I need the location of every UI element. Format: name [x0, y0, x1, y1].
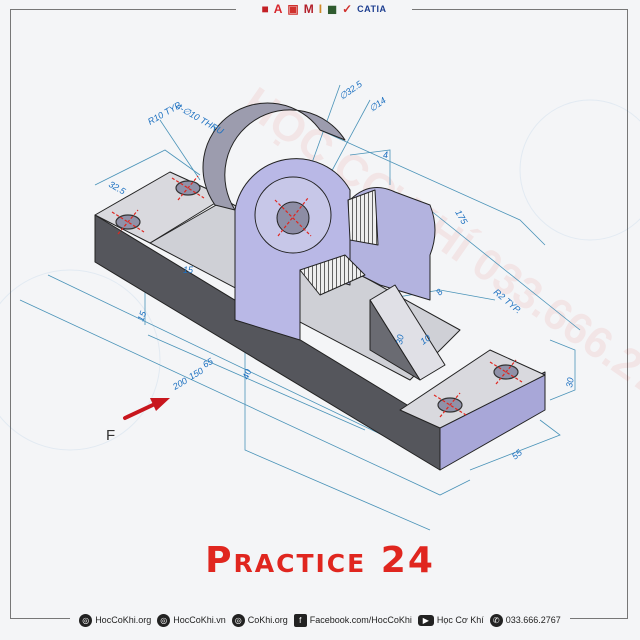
dim-55: 55: [510, 447, 525, 462]
footer-label: 033.666.2767: [505, 615, 561, 625]
phone-icon: ✆: [489, 613, 503, 627]
dim-dia-32-5: ∅32.5: [337, 78, 364, 101]
dim-150: 150: [187, 366, 205, 382]
dim-32-5-left: 32.5: [107, 179, 128, 197]
mastercam-icon: M: [303, 2, 314, 16]
footer-label: HocCoKhi.vn: [173, 615, 226, 625]
dim-65: 65: [201, 356, 216, 370]
software-logos: ■ A ▣ M I ◼ ✓ CATIA: [236, 0, 412, 18]
catia-label: CATIA: [357, 4, 387, 14]
hole-centers: [111, 175, 523, 418]
dim-15-top: 15: [183, 265, 194, 275]
footer-link-hoccokhi-org[interactable]: ◎HocCoKhi.org: [79, 613, 152, 627]
facebook-icon: f: [293, 613, 307, 627]
inventor-icon: I: [318, 2, 323, 16]
footer-label: CoKhi.org: [247, 615, 288, 625]
dim-10: 10: [418, 333, 432, 347]
dim-40: 40: [240, 368, 253, 381]
dim-4: 4: [383, 150, 388, 160]
youtube-icon: ▶: [417, 614, 434, 626]
force-arrow: F: [106, 398, 170, 444]
upright-top-edge: [202, 102, 346, 211]
catia-icon: ✓: [342, 2, 353, 16]
rib-side: [369, 299, 421, 381]
dim-15-side: 15: [135, 309, 148, 323]
watermark: [0, 99, 640, 451]
dim-200: 200: [170, 376, 189, 393]
globe-icon: ◎: [79, 613, 93, 627]
footer-phone[interactable]: ✆033.666.2767: [489, 613, 561, 627]
force-label: F: [106, 427, 115, 444]
hatched-section-top: [347, 189, 379, 246]
footer-label: Facebook.com/HocCoKhi: [309, 615, 412, 625]
page-title: Practice 24: [205, 540, 435, 581]
hatched-section-bottom: [299, 254, 366, 296]
footer-label: Học Cơ Khí: [436, 615, 484, 625]
autocad-icon: ■: [261, 2, 269, 16]
dim-8: 8: [434, 287, 445, 297]
dim-dia-14: ∅14: [367, 95, 387, 113]
footer-link-cokhi-org[interactable]: ◎CoKhi.org: [231, 613, 288, 627]
solidworks-icon: ▣: [287, 2, 299, 16]
globe-icon: ◎: [157, 613, 171, 627]
dim-30-rib: 30: [394, 334, 406, 346]
footer-link-hoccokhi-vn[interactable]: ◎HocCoKhi.vn: [157, 613, 226, 627]
autocad-a-icon: A: [273, 2, 283, 16]
dim-holes: 4-∅10 THRU: [174, 101, 226, 137]
globe-icon: ◎: [231, 613, 245, 627]
footer-label: HocCoKhi.org: [95, 615, 152, 625]
dim-30-right: 30: [564, 377, 576, 389]
creo-icon: ◼: [327, 2, 338, 16]
footer-link-youtube[interactable]: ▶Học Cơ Khí: [417, 614, 484, 626]
